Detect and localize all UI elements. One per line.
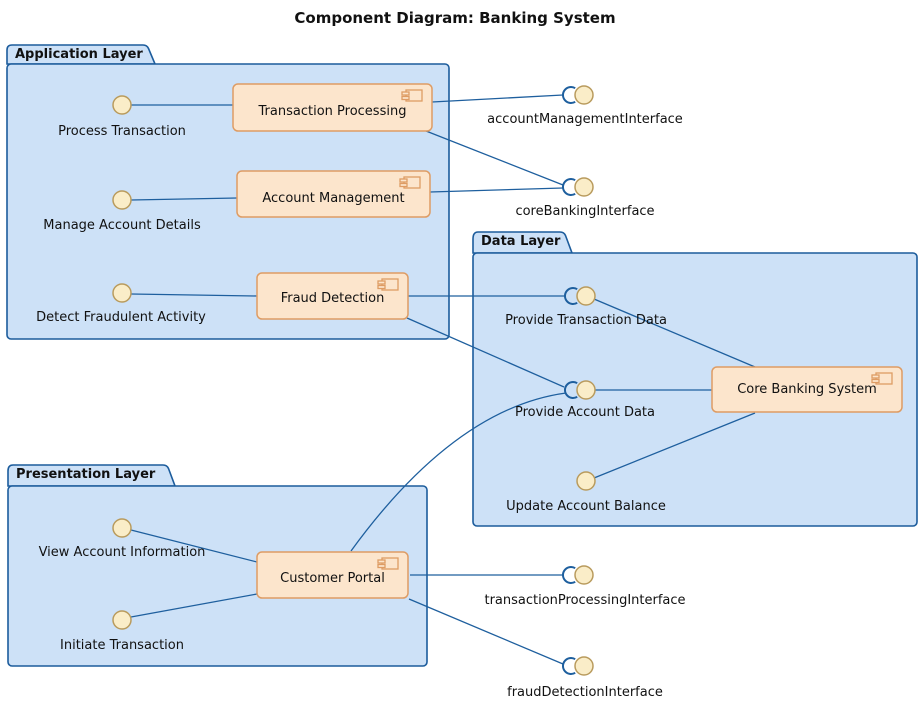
- port-process-transaction-icon: [112, 95, 132, 115]
- lollipop-account-management-interface-icon: [574, 85, 594, 105]
- component-icon: [377, 278, 399, 291]
- link-customer-portal-to-fraud-detection-interface: [408, 598, 564, 665]
- label-manage-account-details: Manage Account Details: [43, 218, 201, 233]
- component-customer-portal: [256, 551, 409, 599]
- link-transaction-processing-to-core-banking-interface: [425, 130, 564, 186]
- socket-provide-account-data-icon: [564, 381, 578, 399]
- component-fraud-detection: [256, 272, 409, 320]
- label-detect-fraudulent-activity: Detect Fraudulent Activity: [36, 310, 206, 325]
- link-update-account-balance-to-core-banking-system: [593, 412, 756, 479]
- label-initiate-transaction: Initiate Transaction: [60, 638, 184, 653]
- diagram-title: Component Diagram: Banking System: [294, 9, 616, 27]
- link-initiate-transaction-to-customer-portal: [130, 593, 258, 618]
- label-provide-transaction-data: Provide Transaction Data: [505, 313, 667, 328]
- label-process-transaction: Process Transaction: [58, 124, 186, 139]
- link-manage-account-to-account-management: [130, 197, 238, 201]
- socket-provide-transaction-data-icon: [564, 287, 578, 305]
- package-label-data-layer: Data Layer: [481, 234, 561, 249]
- component-account-management: [236, 170, 431, 218]
- connectors: [130, 94, 756, 665]
- package-application-body: [6, 63, 450, 340]
- socket-core-banking-interface-icon: [562, 178, 576, 196]
- socket-arcs: [562, 86, 578, 675]
- package-application-tab: [6, 44, 157, 65]
- link-account-management-to-core-banking-interface: [429, 187, 564, 193]
- link-detect-fraud-to-fraud-detection: [130, 293, 258, 297]
- component-icon: [399, 176, 421, 189]
- link-provide-transaction-data-to-core-banking-system: [593, 298, 756, 368]
- lollipop-core-banking-interface-icon: [574, 177, 594, 197]
- component-label-core-banking-system: Core Banking System: [737, 382, 877, 397]
- port-view-account-information-icon: [112, 518, 132, 538]
- socket-transaction-processing-interface-icon: [562, 566, 576, 584]
- port-initiate-transaction-icon: [112, 610, 132, 630]
- socket-account-management-interface-icon: [562, 86, 576, 104]
- component-glyphs: [377, 89, 893, 570]
- component-label-transaction-processing: Transaction Processing: [258, 104, 407, 119]
- lollipop-provide-account-data-icon: [576, 380, 596, 400]
- link-fraud-detection-to-provide-account-data: [406, 317, 565, 388]
- lollipop-provide-transaction-data-icon: [576, 286, 596, 306]
- label-transaction-processing-interface: transactionProcessingInterface: [484, 593, 686, 608]
- lollipop-fraud-detection-interface-icon: [574, 656, 594, 676]
- socket-fraud-detection-interface-icon: [562, 657, 576, 675]
- package-presentation-tab: [7, 464, 177, 487]
- port-circles: [112, 85, 596, 676]
- link-transaction-processing-to-account-management-interface: [431, 94, 564, 103]
- package-data-tab: [472, 231, 574, 254]
- component-icon: [401, 89, 423, 102]
- link-view-account-to-customer-portal: [130, 529, 258, 563]
- component-icon: [871, 372, 893, 385]
- label-core-banking-interface: coreBankingInterface: [515, 204, 655, 219]
- label-account-management-interface: accountManagementInterface: [487, 112, 683, 127]
- package-label-application-layer: Application Layer: [15, 47, 143, 62]
- link-customer-portal-to-provide-account-data: [350, 392, 567, 552]
- component-core-banking-system: [711, 366, 903, 413]
- component-label-fraud-detection: Fraud Detection: [280, 291, 385, 306]
- lollipop-transaction-processing-interface-icon: [574, 565, 594, 585]
- port-detect-fraudulent-activity-icon: [112, 283, 132, 303]
- lollipop-update-account-balance-icon: [576, 471, 596, 491]
- package-application-layer: [6, 44, 450, 340]
- component-label-customer-portal: Customer Portal: [280, 571, 385, 586]
- component-transaction-processing: [232, 83, 433, 132]
- package-label-presentation-layer: Presentation Layer: [16, 467, 156, 482]
- label-fraud-detection-interface: fraudDetectionInterface: [507, 685, 663, 700]
- component-label-account-management: Account Management: [262, 191, 405, 206]
- label-provide-account-data: Provide Account Data: [515, 405, 655, 420]
- port-manage-account-details-icon: [112, 190, 132, 210]
- label-update-account-balance: Update Account Balance: [506, 499, 666, 514]
- component-icon: [377, 557, 399, 570]
- label-view-account-information: View Account Information: [38, 545, 206, 560]
- component-boxes: [232, 83, 903, 599]
